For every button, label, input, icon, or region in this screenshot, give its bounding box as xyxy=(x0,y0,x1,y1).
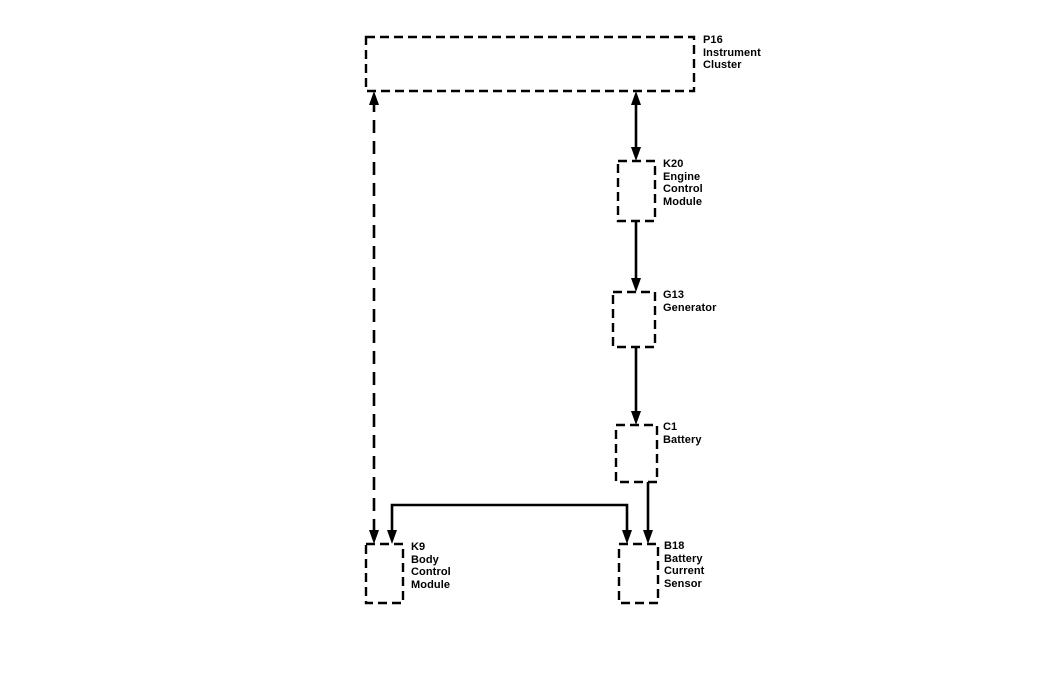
arrow-down-into-b18-left-icon xyxy=(622,530,632,544)
label-c1: C1 Battery xyxy=(663,421,702,446)
box-k20-engine-control-module xyxy=(616,159,657,223)
arrow-down-into-k9-left-icon xyxy=(369,530,379,544)
component-code: K20 xyxy=(663,158,684,170)
arrow-up-into-p16-right-icon xyxy=(631,91,641,105)
connector-k9-b18-branch xyxy=(390,503,629,536)
component-name: Engine Control Module xyxy=(663,170,703,208)
component-code: K9 xyxy=(411,541,426,553)
box-p16-instrument-cluster xyxy=(364,35,696,93)
arrow-down-into-k9-right-icon xyxy=(387,530,397,544)
arrow-up-into-p16-left-icon xyxy=(369,91,379,105)
box-k9-body-control-module xyxy=(364,542,405,605)
arrow-down-into-g13-icon xyxy=(631,278,641,292)
label-g13: G13 Generator xyxy=(663,289,716,314)
label-b18: B18 Battery Current Sensor xyxy=(664,540,704,590)
arrow-down-into-b18-right-icon xyxy=(643,530,653,544)
arrow-down-into-c1-icon xyxy=(631,411,641,425)
box-b18-battery-current-sensor xyxy=(617,542,660,605)
box-c1-battery xyxy=(614,423,659,484)
component-code: C1 xyxy=(663,421,678,433)
component-name: Battery xyxy=(663,433,702,446)
component-name: Generator xyxy=(663,301,717,314)
label-k20: K20 Engine Control Module xyxy=(663,158,703,208)
component-name: Instrument Cluster xyxy=(703,46,761,72)
component-code: P16 xyxy=(703,34,723,46)
label-p16: P16 Instrument Cluster xyxy=(703,34,761,72)
component-code: G13 xyxy=(663,289,685,301)
box-g13-generator xyxy=(611,290,657,349)
component-name: Battery Current Sensor xyxy=(664,552,705,590)
component-code: B18 xyxy=(664,540,685,552)
arrow-down-into-k20-icon xyxy=(631,147,641,161)
component-name: Body Control Module xyxy=(411,553,451,591)
label-k9: K9 Body Control Module xyxy=(411,541,451,591)
